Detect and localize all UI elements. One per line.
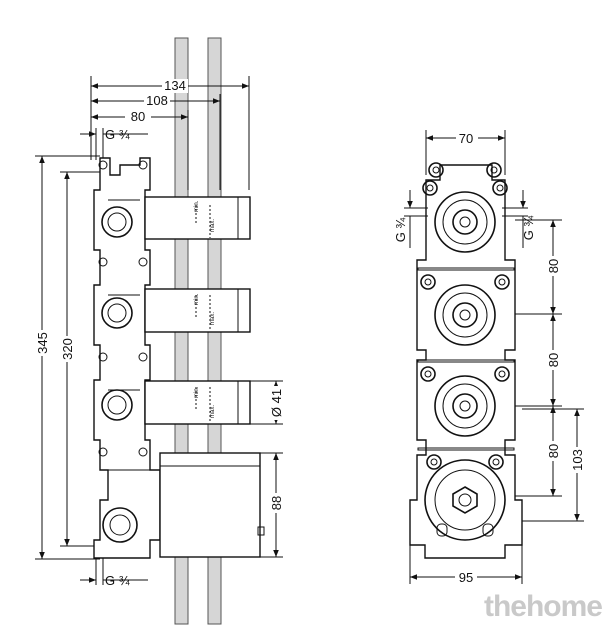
dim-134: 134	[90, 76, 250, 190]
sleeve-2-max: max.	[210, 312, 216, 325]
thermostat-block	[159, 452, 265, 558]
dim-95-label: 95	[459, 570, 473, 585]
front-view: 70	[393, 130, 586, 585]
dim-108: 108	[91, 93, 221, 190]
front-thread-left: G ¾	[393, 190, 428, 248]
thread-bottom-label: G ¾	[105, 573, 130, 588]
sleeve-3: min. max.	[144, 380, 251, 425]
outlet-3	[101, 389, 133, 421]
front-outlet-3	[434, 375, 496, 437]
thread-top: G ¾	[80, 127, 148, 160]
sleeve-3-min: min.	[194, 386, 200, 398]
watermark: thehome	[483, 590, 603, 623]
outlet-2	[101, 297, 133, 329]
side-view: 134 108 80 G ¾ 345	[34, 37, 284, 625]
sleeve-2: min. max.	[144, 288, 251, 333]
sleeve-1: min. max.	[144, 196, 251, 240]
dim-345: 345	[34, 155, 100, 560]
side-bosses	[98, 160, 148, 457]
dim-d41-label: Ø 41	[269, 389, 284, 417]
front-outlet-2	[434, 284, 496, 346]
dim-80-b-label: 80	[546, 353, 561, 367]
dim-80-c-label: 80	[546, 444, 561, 458]
dim-95: 95	[409, 545, 523, 585]
thread-bottom: G ¾	[80, 558, 148, 588]
dim-80-a-label: 80	[546, 259, 561, 273]
dim-103: 103	[522, 408, 586, 522]
dim-88-label: 88	[269, 496, 284, 510]
sleeve-1-min: min.	[194, 200, 200, 212]
dim-320: 320	[59, 171, 100, 547]
dim-134-label: 134	[164, 78, 186, 93]
dim-345-label: 345	[35, 332, 50, 354]
dim-70-label: 70	[459, 131, 473, 146]
thread-top-label: G ¾	[105, 127, 130, 142]
front-thread-right: G ¾	[502, 190, 536, 248]
outlet-1	[101, 206, 133, 238]
dim-80: 80	[91, 109, 189, 190]
dim-d41: Ø 41	[250, 380, 284, 425]
dim-88: 88	[260, 452, 284, 558]
sleeve-1-max: max.	[210, 219, 216, 232]
dim-108-label: 108	[146, 93, 168, 108]
dim-103-label: 103	[570, 449, 585, 471]
dim-70: 70	[425, 130, 506, 175]
front-thread-left-label: G ¾	[393, 218, 408, 243]
front-lugs	[420, 162, 510, 470]
sleeve-3-max: max.	[210, 405, 216, 418]
dim-80-label: 80	[131, 109, 145, 124]
front-inlet-block	[424, 459, 506, 541]
sleeve-2-min: min.	[194, 293, 200, 305]
dim-80-stack: 80 80 80	[515, 219, 562, 497]
dim-320-label: 320	[60, 338, 75, 360]
front-thread-right-label: G ¾	[521, 216, 536, 241]
front-outlet-1	[434, 191, 496, 253]
inlet	[102, 507, 138, 543]
